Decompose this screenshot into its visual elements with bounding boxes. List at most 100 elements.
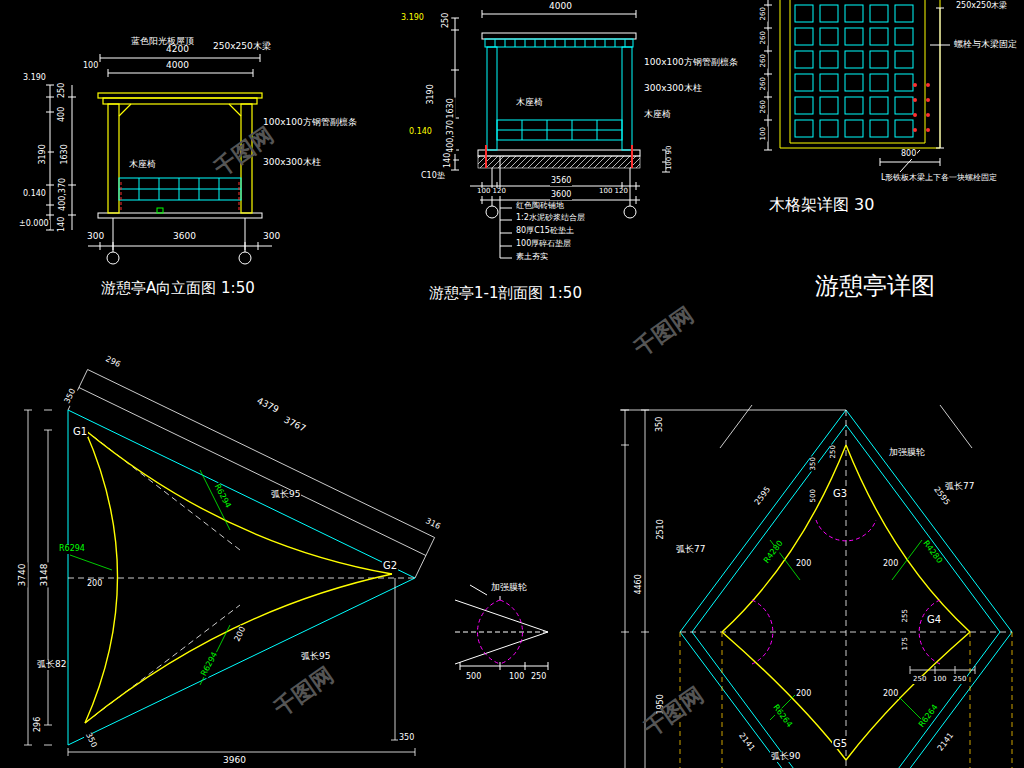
dimension-text: 3740 (18, 562, 28, 587)
dimension-text: 3767 (281, 415, 308, 435)
part-note: 100x100方钢管副檩条 (643, 58, 739, 68)
dimension-text: 3560 (550, 177, 572, 186)
cad-rect (119, 178, 241, 200)
vertex-label: G3 (832, 488, 848, 499)
axis-bubble (926, 83, 930, 87)
dimension-text: 1630 (61, 143, 70, 165)
part-note: 300x300木柱 (262, 158, 322, 168)
layer-note: 素土夯实 (515, 253, 549, 262)
cad-line (722, 632, 846, 760)
dimension-text: 296 (34, 716, 43, 733)
arc-length: 弧长95 (300, 652, 331, 662)
cad-group (770, 540, 922, 720)
dimension-text: 300 (86, 232, 105, 242)
dimension-text: 4460 (635, 573, 644, 595)
dimension-text: 4379 (254, 396, 281, 416)
drawing-title: 木格架详图 30 (768, 196, 875, 214)
axis-bubble (913, 83, 917, 87)
dimension-text: 4000 (548, 2, 573, 12)
cad-line (68, 370, 435, 579)
cad-group (85, 430, 392, 723)
dimension-text: 200 (233, 625, 248, 644)
cad-line (621, 410, 649, 768)
dimension-text: 140 (444, 152, 453, 169)
dimension-text: 100 120 (476, 188, 507, 196)
cad-line (720, 405, 972, 448)
cad-line (460, 662, 548, 670)
axis-bubble (239, 252, 251, 264)
dimension-text: 3600 (550, 191, 572, 200)
cad-line (88, 242, 272, 250)
cad-line (455, 600, 548, 664)
arc-length: 弧长90 (770, 752, 801, 762)
cad-rect (103, 98, 257, 104)
dimension-text: 260 (760, 99, 768, 114)
cad-group (764, 0, 950, 172)
layer-note: 100厚碎石垫层 (515, 240, 572, 249)
dimension-text: 2595 (753, 485, 773, 508)
cad-group (913, 83, 930, 132)
axis-bubble (913, 113, 917, 117)
axis-bubble (913, 128, 917, 132)
dimension-text: 296 (103, 355, 122, 370)
cad-group (752, 520, 940, 664)
cad-group (680, 632, 1012, 768)
dimension-text: 200 (795, 560, 812, 569)
layer-note: 80厚C15砼垫土 (515, 227, 575, 236)
dimension-text: 400 (58, 106, 67, 123)
part-note: 250x250木梁 (955, 2, 1008, 11)
cad-rect (157, 208, 163, 213)
part-note: 250x250木梁 (212, 42, 272, 52)
cad-line (846, 410, 847, 768)
cad-group (451, 10, 670, 258)
level-mark: 3.190 (400, 14, 425, 23)
dimension-text: 3600 (172, 232, 197, 242)
drawing-title: 游憩亭A向立面图 1:50 (100, 280, 256, 297)
dimension-text: 300 (262, 232, 281, 242)
axis-bubble (486, 206, 498, 218)
cad-line (113, 218, 245, 252)
watermark: 千图网 (209, 123, 279, 182)
cad-rect (108, 104, 119, 213)
dimension-text: 3190 (39, 143, 48, 165)
cad-line (936, 8, 944, 148)
cad-line (495, 39, 625, 47)
dimension-text: 200 (795, 690, 812, 699)
dimension-text: 500 (810, 488, 818, 503)
dimension-text: 200 (882, 560, 899, 569)
level-mark: 3.190 (22, 74, 47, 83)
cad-line (780, 0, 940, 148)
cad-rect (98, 93, 262, 98)
cad-line (24, 410, 52, 745)
cad-rect (622, 47, 632, 150)
radius-text: R4280 (762, 539, 786, 567)
axis-bubble (624, 206, 636, 218)
dimension-text: 260 (760, 53, 768, 68)
cad-line (880, 158, 940, 166)
part-note: 加强膜轮 (888, 448, 926, 458)
cad-line (722, 445, 846, 632)
cad-line (119, 178, 241, 200)
dimension-text: 100 (82, 62, 99, 71)
dimension-text: 4200 (165, 45, 190, 55)
cad-line (680, 632, 1012, 768)
cad-line (85, 430, 118, 723)
watermark: 千图网 (639, 683, 709, 742)
level-mark: ±0.000 (18, 220, 50, 229)
dimension-text: 250 (58, 82, 67, 99)
dimension-text: 400,370 (447, 119, 456, 154)
cad-group (722, 445, 970, 760)
radius-text: R6294 (212, 482, 233, 511)
dimension-text: 350 (398, 734, 415, 743)
dimension-text: 260 (760, 76, 768, 91)
part-note: 加强膜轮 (490, 583, 528, 593)
radius-text: R6264 (917, 703, 941, 731)
dimension-text: 260 (760, 6, 768, 21)
cad-line (846, 632, 970, 760)
cad-line (919, 600, 940, 664)
dimension-text: 100 (760, 126, 768, 141)
dimension-text: 250 (830, 444, 838, 459)
cad-line (79, 370, 435, 556)
cad-line (70, 470, 230, 685)
